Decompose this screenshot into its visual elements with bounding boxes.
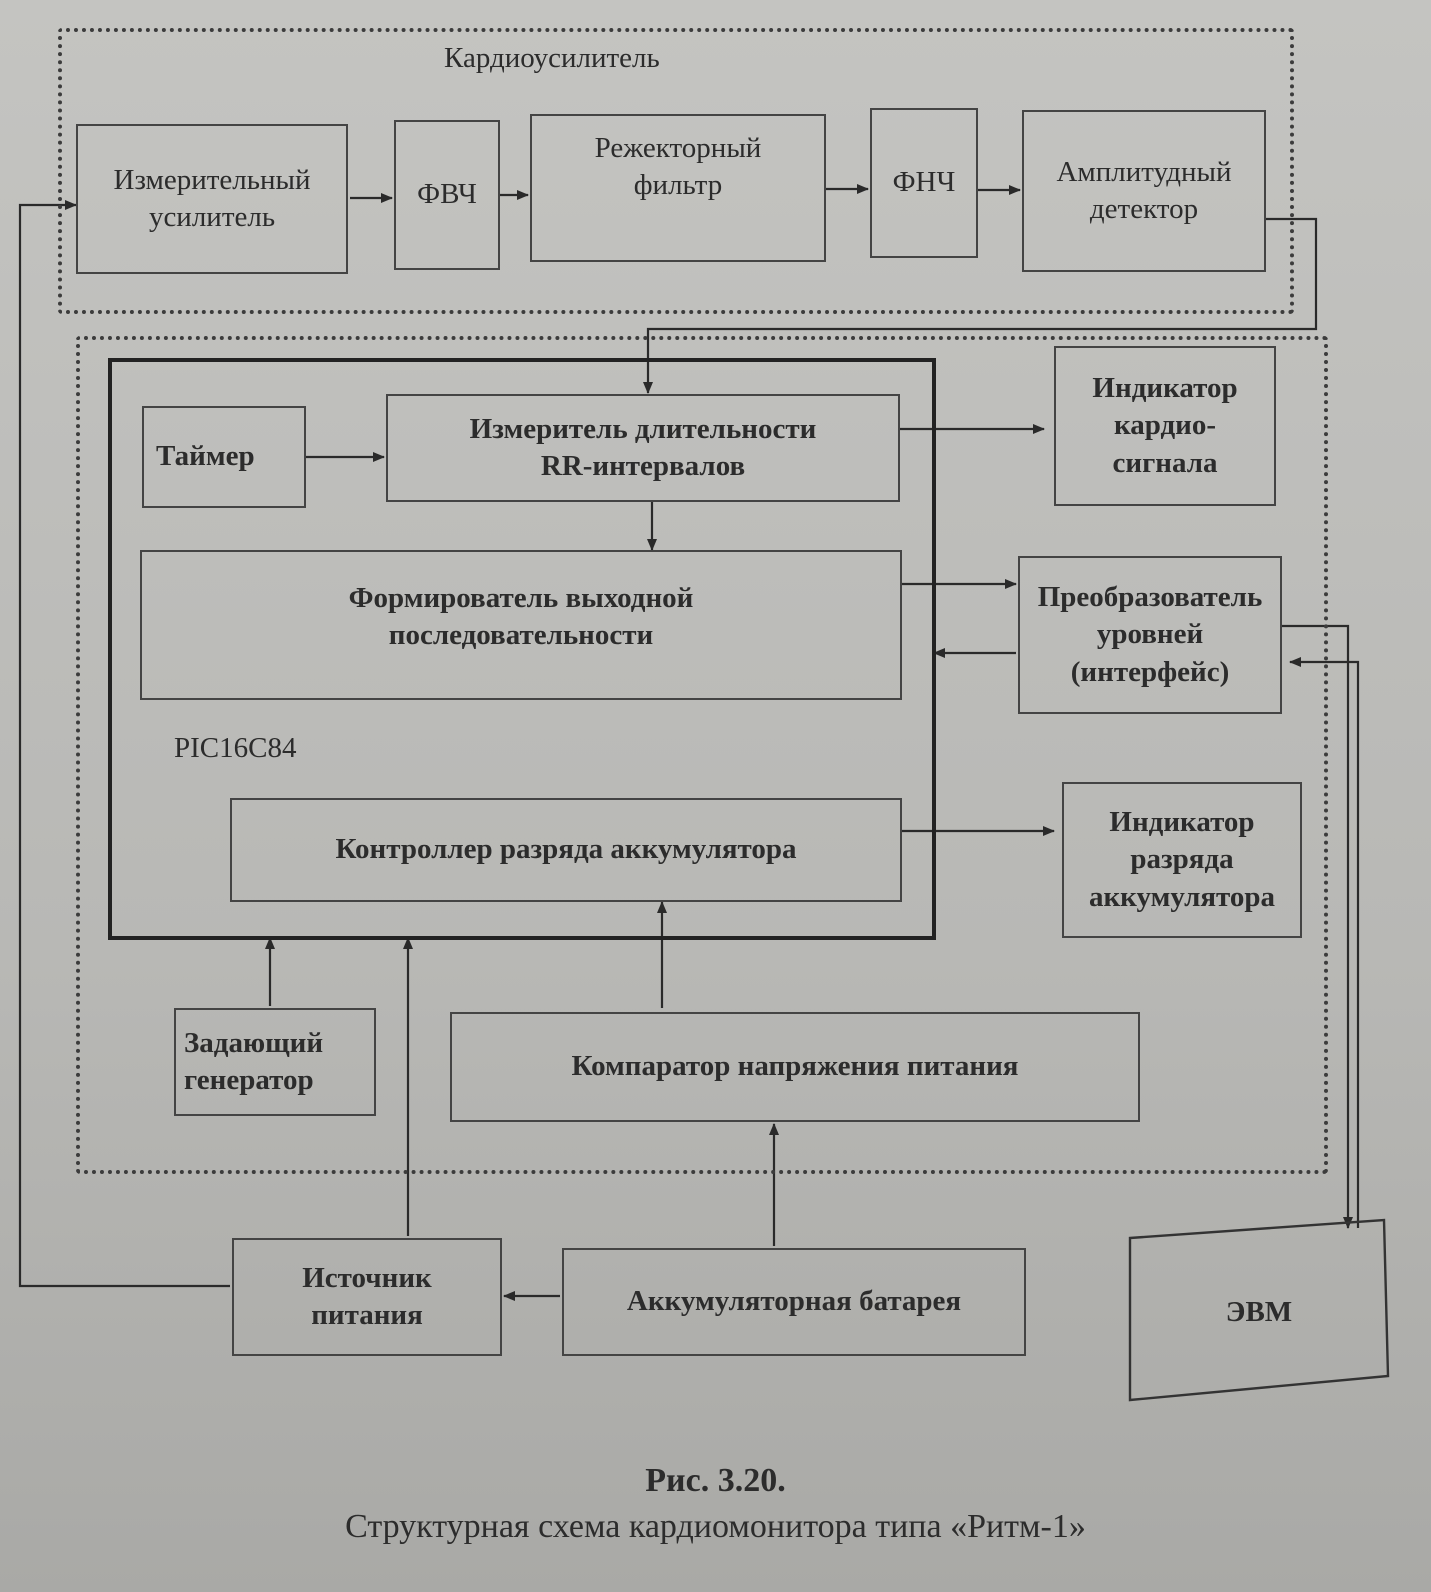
arrow-detector-to-rr-meter [643, 217, 1318, 394]
cardio-signal-indicator-block: Индикатор кардио- сигнала [1054, 346, 1276, 506]
output-sequence-former-block: Формирователь выходной последовательност… [140, 550, 902, 700]
battery-discharge-indicator-block: Индикатор разряда аккумулятора [1062, 782, 1302, 938]
figure-title: Структурная схема кардиомонитора типа «Р… [345, 1508, 1086, 1545]
cardio-amplifier-group [58, 28, 1294, 314]
lpf-block: ФНЧ [870, 108, 978, 258]
computer-block: ЭВМ [1225, 1296, 1293, 1329]
arrow-power-to-measuring-amp [18, 200, 230, 1288]
processing-unit-group [76, 336, 1328, 1174]
microcontroller-frame [108, 358, 936, 940]
master-oscillator-block: Задающий генератор [174, 1008, 376, 1116]
amplitude-detector-block: Амплитудный детектор [1022, 110, 1266, 272]
computer-outline [1128, 1218, 1390, 1402]
rr-interval-meter-block: Измеритель длительности RR-интервалов [386, 394, 900, 502]
timer-block: Таймер [142, 406, 306, 508]
power-source-block: Источник питания [232, 1238, 502, 1356]
supply-voltage-comparator-block: Компаратор напряжения питания [450, 1012, 1140, 1122]
notch-filter-block: Режекторный фильтр [530, 114, 826, 262]
battery-discharge-controller-block: Контроллер разряда аккумулятора [230, 798, 902, 902]
figure-number: Рис. 3.20. [645, 1462, 786, 1499]
arrow-computer-to-converter [1289, 657, 1360, 1228]
arrow-converter-to-computer [1282, 624, 1353, 1229]
hpf-block: ФВЧ [394, 120, 500, 270]
microcontroller-label: PIC16C84 [174, 732, 297, 764]
level-converter-block: Преобразователь уровней (интерфейс) [1018, 556, 1282, 714]
battery-block: Аккумуляторная батарея [562, 1248, 1026, 1356]
cardio-amplifier-label: Кардиоусилитель [444, 42, 660, 74]
measuring-amplifier-block: Измерительный усилитель [76, 124, 348, 274]
